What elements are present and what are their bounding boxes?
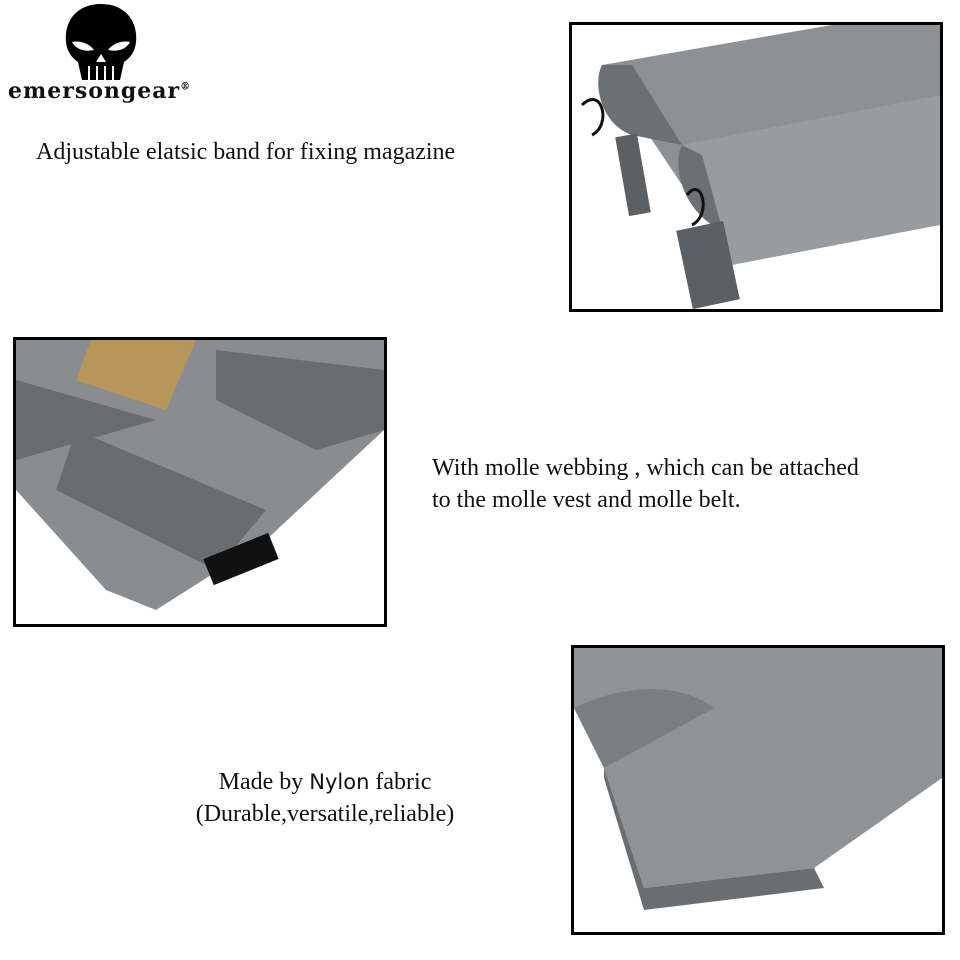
registered-mark: ® bbox=[180, 81, 192, 93]
photo-molle-webbing bbox=[13, 337, 387, 627]
feature-caption-nylon: Made by Nylon fabric (Durable,versatile,… bbox=[160, 766, 490, 830]
brand-logo: emersongear® bbox=[6, 2, 206, 106]
brand-name: emersongear® bbox=[8, 78, 191, 104]
feature-caption-elastic: Adjustable elatsic band for fixing magaz… bbox=[36, 139, 456, 165]
caption-line: to the molle vest and molle belt. bbox=[432, 487, 741, 513]
brand-text: emersongear bbox=[8, 78, 181, 104]
caption-line: (Durable,versatile,reliable) bbox=[195, 801, 455, 827]
photo-nylon-fabric bbox=[571, 645, 945, 935]
caption-text: Made by bbox=[218, 769, 310, 795]
caption-line: Made by Nylon fabric bbox=[160, 766, 490, 798]
feature-caption-molle: With molle webbing , which can be attach… bbox=[432, 452, 859, 516]
photo-elastic-band bbox=[569, 22, 943, 312]
caption-line: With molle webbing , which can be attach… bbox=[432, 455, 859, 481]
skull-icon bbox=[65, 4, 137, 80]
nylon-highlight: Nylon bbox=[309, 770, 370, 794]
caption-text: fabric bbox=[369, 769, 432, 795]
